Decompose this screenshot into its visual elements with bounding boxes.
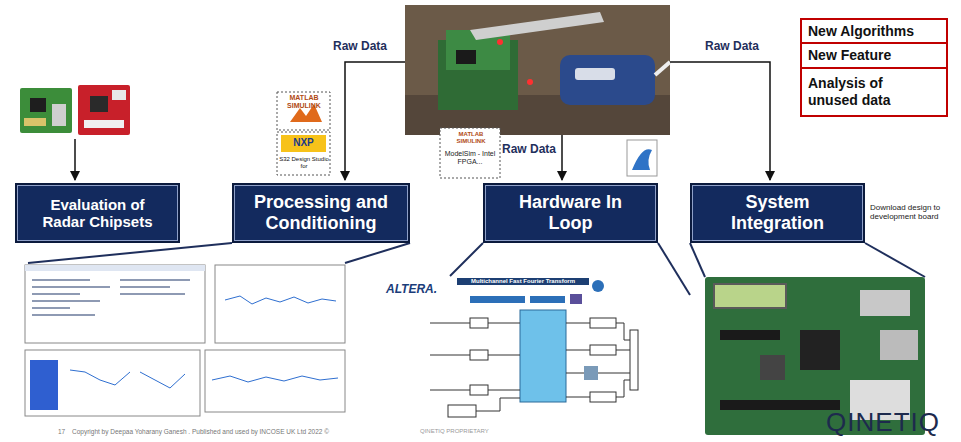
- flow-label: Raw Data: [494, 143, 556, 157]
- logo-text: ALTERA.: [386, 283, 448, 297]
- fan-line: [865, 243, 925, 277]
- sim-block: [590, 345, 616, 355]
- flow-label: Raw Data: [705, 40, 775, 54]
- matlab-logo: [277, 92, 330, 130]
- box-text: Analysis of unused data: [808, 75, 928, 109]
- nxp-logo: [277, 132, 330, 175]
- plot-trace: [212, 376, 338, 382]
- chip: [90, 96, 108, 112]
- led: [497, 39, 503, 45]
- header: [720, 400, 840, 410]
- arrow: [74, 139, 76, 180]
- copyright: Copyright by Deepaa Yoharany Ganesh . Pu…: [72, 428, 412, 435]
- outcome-cell: Analysis of unused data: [800, 67, 948, 117]
- box-text: Evaluation of Radar Chipsets: [28, 196, 168, 231]
- plot-screenshot: [205, 350, 345, 412]
- note: Download design to development board: [870, 203, 955, 221]
- sim-mux: [630, 330, 638, 390]
- pads: [24, 118, 46, 126]
- ethernet-port: [860, 290, 910, 316]
- chart-screenshot: [215, 265, 345, 343]
- fan-line: [658, 243, 690, 295]
- logo-text: NXP: [283, 137, 324, 149]
- code-screenshot: [25, 265, 205, 343]
- footer-note: QINETIQ PROPRIETARY: [420, 428, 520, 435]
- logo-text: MATLAB SIMULINK: [444, 131, 498, 145]
- hardware-photo: [405, 5, 670, 135]
- fft-block: [520, 310, 566, 402]
- modelsim-logo: [440, 128, 500, 178]
- stage-box: Evaluation of Radar Chipsets: [15, 183, 180, 243]
- flow-label: Raw Data: [333, 40, 403, 54]
- nxp-band: [281, 135, 326, 152]
- usb-port: [880, 330, 918, 360]
- chip: [456, 50, 476, 64]
- window-bar: [25, 265, 205, 271]
- logo-text: S32 Design Studio for: [279, 156, 329, 170]
- outcome-cell: New Feature: [800, 42, 948, 69]
- connector: [52, 104, 66, 126]
- logo-text: MATLAB SIMULINK: [280, 94, 328, 110]
- sim-block: [470, 385, 488, 395]
- fft-button: [470, 296, 525, 303]
- chip: [760, 355, 785, 380]
- fan-line: [345, 243, 410, 263]
- fan-line: [28, 243, 232, 263]
- sim-block: [590, 318, 616, 328]
- sim-block: [470, 350, 488, 360]
- ribbon-cable: [470, 12, 604, 40]
- header: [720, 330, 780, 340]
- connector: [112, 90, 126, 100]
- plot-bar: [30, 360, 58, 410]
- stage-box: Hardware In Loop: [483, 183, 658, 243]
- stage-box: System Integration: [690, 183, 865, 243]
- box-text: System Integration: [703, 192, 853, 233]
- outcome-cell: New Algorithms: [800, 18, 948, 45]
- page-number: 17: [58, 428, 70, 435]
- logo-text: ModelSim - Intel FPGA...: [442, 150, 498, 166]
- lcd: [714, 284, 786, 308]
- fpga: [800, 330, 840, 370]
- led: [527, 79, 533, 85]
- chart-trace: [225, 296, 336, 304]
- box-text: Hardware In Loop: [501, 192, 641, 233]
- sim-block: [590, 392, 616, 402]
- sim-block: [448, 405, 476, 417]
- plot-trace: [70, 370, 185, 388]
- stage-box: Processing and Conditioning: [232, 183, 410, 243]
- quartus-logo: [627, 140, 657, 176]
- sim-wires: [430, 323, 630, 411]
- plot-screenshot: [25, 350, 200, 416]
- raw-data-arrow: [561, 135, 563, 180]
- red-board: [78, 85, 130, 135]
- raw-data-arrow: [670, 62, 770, 180]
- fft-icon: [570, 294, 582, 304]
- raw-data-arrow: [345, 62, 405, 180]
- quartus-mark: [632, 149, 652, 170]
- programmer-badge: [575, 68, 615, 80]
- programmer: [560, 55, 655, 105]
- company-logo: QINETIQ: [800, 408, 940, 438]
- usb-cable: [655, 62, 670, 75]
- box-text: Processing and Conditioning: [239, 192, 404, 233]
- header: [84, 120, 124, 128]
- sim-block: [584, 366, 598, 380]
- banner-text: Multichannel Fast Fourier Transform: [457, 278, 589, 285]
- box-text: New Feature: [808, 47, 891, 64]
- fan-line: [690, 243, 705, 277]
- help-icon: [592, 280, 604, 292]
- fan-line: [450, 243, 483, 276]
- box-text: New Algorithms: [808, 23, 914, 40]
- sim-block: [470, 318, 488, 328]
- chip: [30, 98, 46, 112]
- fft-button: [530, 296, 565, 303]
- code-lines: [32, 280, 190, 315]
- green-board: [20, 88, 72, 133]
